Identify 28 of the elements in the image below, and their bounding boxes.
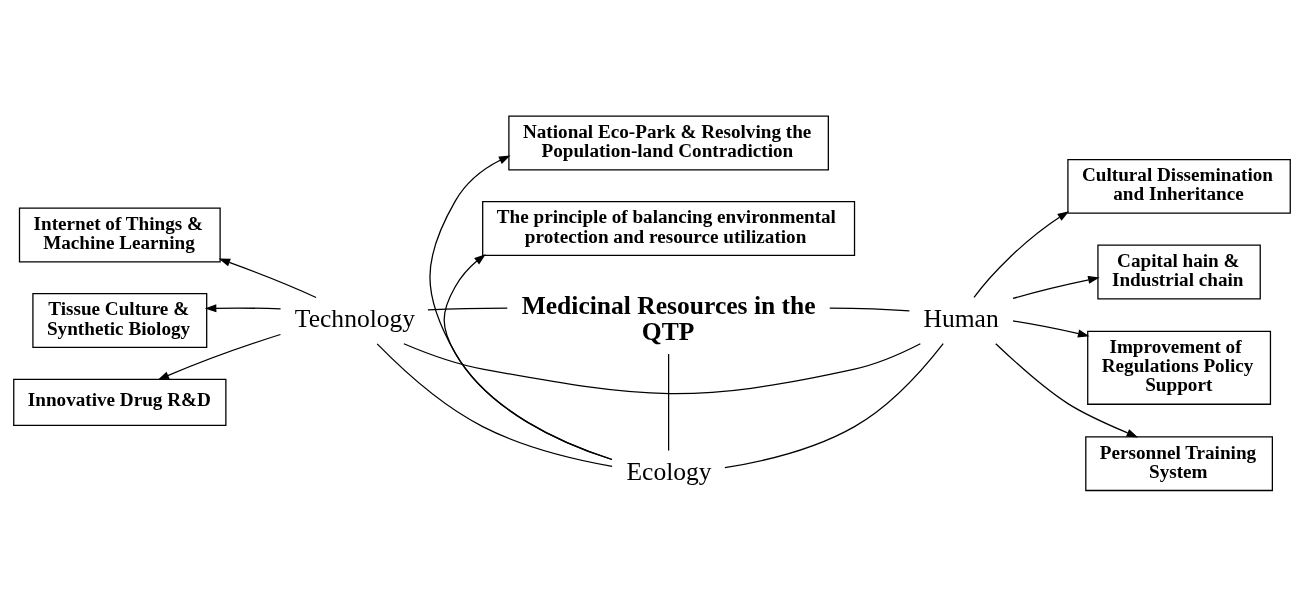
node-box: Personnel Training System: [1085, 436, 1273, 492]
arrow: [995, 343, 1139, 438]
node-text: Technology: [294, 303, 416, 333]
connector: [667, 353, 670, 452]
connector: [829, 307, 911, 312]
node-box: Cultural Dissemination and Inheritance: [1067, 158, 1291, 214]
connector: [376, 343, 613, 467]
node-box: The principle of balancing environmental protection and resource utilization: [482, 201, 856, 257]
arrow: [443, 254, 613, 461]
connector: [403, 343, 921, 395]
arrow: [204, 304, 282, 313]
node-text: Medicinal Resources in the QTP: [521, 291, 816, 346]
node-box: Internet of Things & Machine Learning: [18, 207, 221, 263]
node-text: Human: [923, 303, 999, 333]
node-box: Tissue Culture & Synthetic Biology: [32, 293, 208, 349]
arrow: [218, 258, 317, 299]
arrow: [1012, 320, 1090, 338]
node-box: Capital hain & Industrial chain: [1097, 244, 1261, 300]
arrow: [973, 211, 1070, 299]
connector: [724, 342, 944, 469]
connector: [427, 307, 508, 311]
node-text: Ecology: [626, 457, 712, 487]
arrow: [1012, 275, 1100, 300]
arrow: [429, 155, 613, 461]
node-box: Innovative Drug R&D: [13, 378, 227, 426]
node-box: National Eco-Park & Resolving the Population-land Contradiction: [508, 115, 829, 171]
arrow: [157, 333, 282, 381]
node-box: Improvement of Regulations Policy Support: [1087, 330, 1272, 405]
